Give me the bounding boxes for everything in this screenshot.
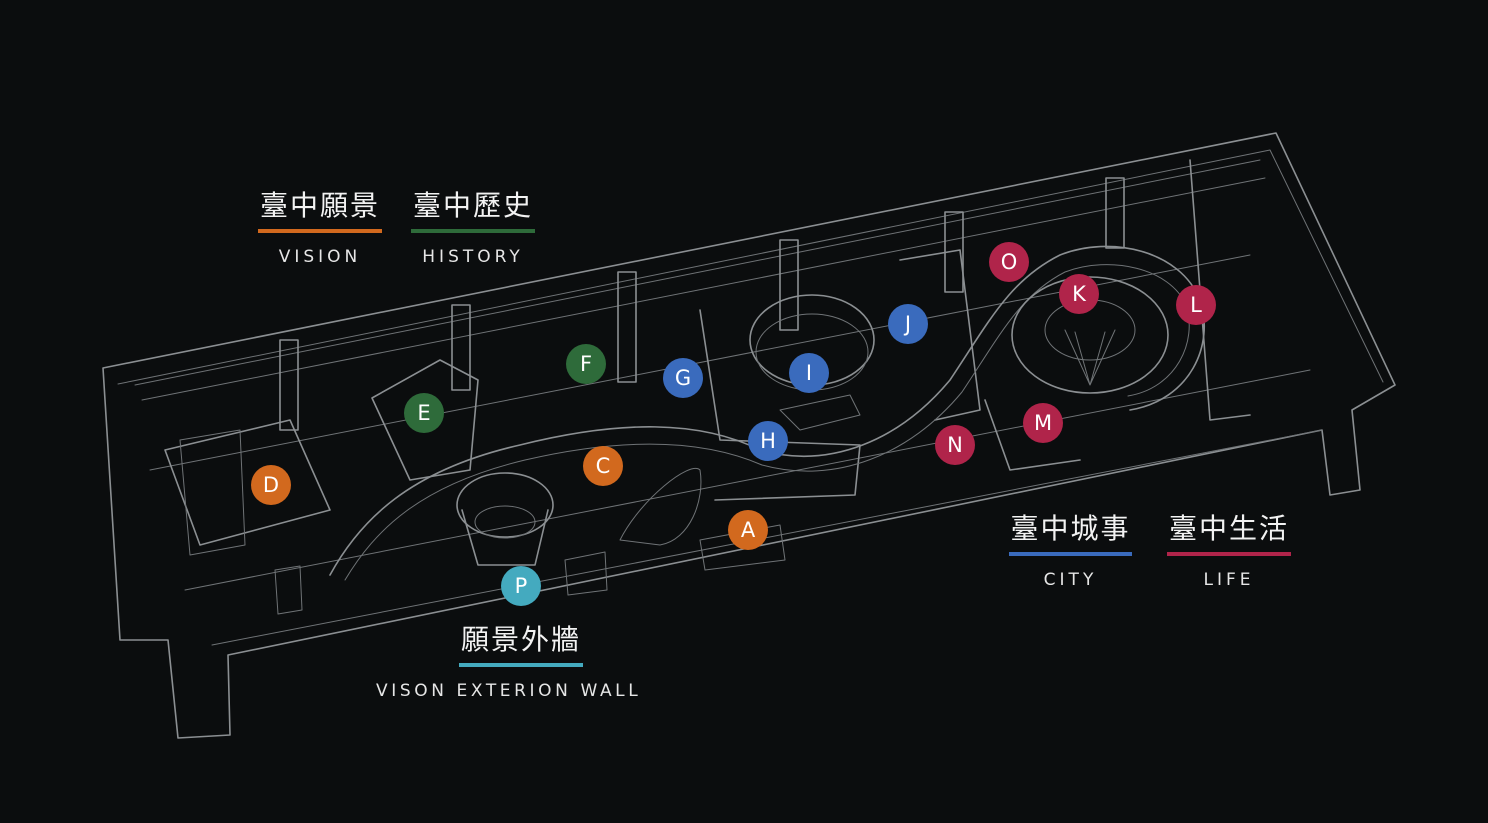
zone-marker-o[interactable]: O	[989, 242, 1029, 282]
legend-city-bar	[1009, 552, 1132, 556]
legend-history-subtitle: HISTORY	[422, 247, 524, 267]
legend-wall-title: 願景外牆	[460, 623, 581, 656]
round-booth-p	[456, 472, 554, 538]
zone-marker-p[interactable]: P	[501, 566, 541, 606]
round-area-i-floor	[779, 394, 861, 431]
zone-marker-k[interactable]: K	[1059, 274, 1099, 314]
legend-city: 臺中城事 CITY	[1009, 512, 1132, 590]
legend-wall: 願景外牆 VISON EXTERION WALL	[376, 623, 666, 701]
zone-marker-f[interactable]: F	[566, 344, 606, 384]
legend-life: 臺中生活 LIFE	[1167, 512, 1291, 590]
legend-wall-bar	[459, 663, 583, 667]
inner-wall-back	[117, 149, 1384, 385]
legend-vision-subtitle: VISION	[278, 247, 362, 267]
legend-vision-title: 臺中願景	[259, 189, 380, 222]
pillar	[779, 239, 799, 331]
zone-marker-i[interactable]: I	[789, 353, 829, 393]
legend-history-bar	[411, 229, 535, 233]
front-block	[274, 565, 303, 615]
legend-history-title: 臺中歷史	[412, 189, 533, 222]
zone-marker-l[interactable]: L	[1176, 285, 1216, 325]
legend-city-title: 臺中城事	[1010, 512, 1131, 545]
zone-marker-m[interactable]: M	[1023, 403, 1063, 443]
legend-life-subtitle: LIFE	[1203, 570, 1255, 590]
window-band-top	[134, 159, 1261, 386]
legend-vision-bar	[258, 229, 382, 233]
zone-marker-g[interactable]: G	[663, 358, 703, 398]
zone-marker-c[interactable]: C	[583, 446, 623, 486]
round-area-k-fan	[1064, 329, 1116, 386]
window-band-bottom	[141, 177, 1266, 401]
legend-vision: 臺中願景 VISION	[258, 189, 382, 267]
partition-e	[371, 359, 479, 481]
round-booth-p-inner	[474, 505, 536, 539]
zone-marker-a[interactable]: A	[728, 510, 768, 550]
round-booth-p-base	[461, 509, 549, 566]
front-ledge-lower	[211, 429, 1323, 646]
floor-detail-d	[179, 429, 246, 556]
pillar	[451, 304, 471, 391]
legend-city-subtitle: CITY	[1043, 570, 1098, 590]
legend-life-bar	[1167, 552, 1291, 556]
partition-j	[899, 249, 981, 421]
front-ledge	[184, 369, 1311, 591]
zone-marker-j[interactable]: J	[888, 304, 928, 344]
partition-h	[699, 309, 861, 501]
legend-wall-subtitle: VISON EXTERION WALL	[376, 681, 642, 701]
pillar	[617, 271, 637, 383]
legend-history: 臺中歷史 HISTORY	[411, 189, 535, 267]
floor-detail-c	[619, 468, 702, 546]
partition-n	[984, 399, 1081, 471]
pillar	[1105, 177, 1125, 249]
legend-life-title: 臺中生活	[1168, 512, 1289, 545]
partition-d	[164, 419, 331, 546]
zone-marker-e[interactable]: E	[404, 393, 444, 433]
zone-marker-h[interactable]: H	[748, 421, 788, 461]
pillar	[279, 339, 299, 431]
zone-marker-n[interactable]: N	[935, 425, 975, 465]
partition-right	[1189, 159, 1251, 421]
zone-marker-d[interactable]: D	[251, 465, 291, 505]
front-block	[564, 551, 608, 596]
